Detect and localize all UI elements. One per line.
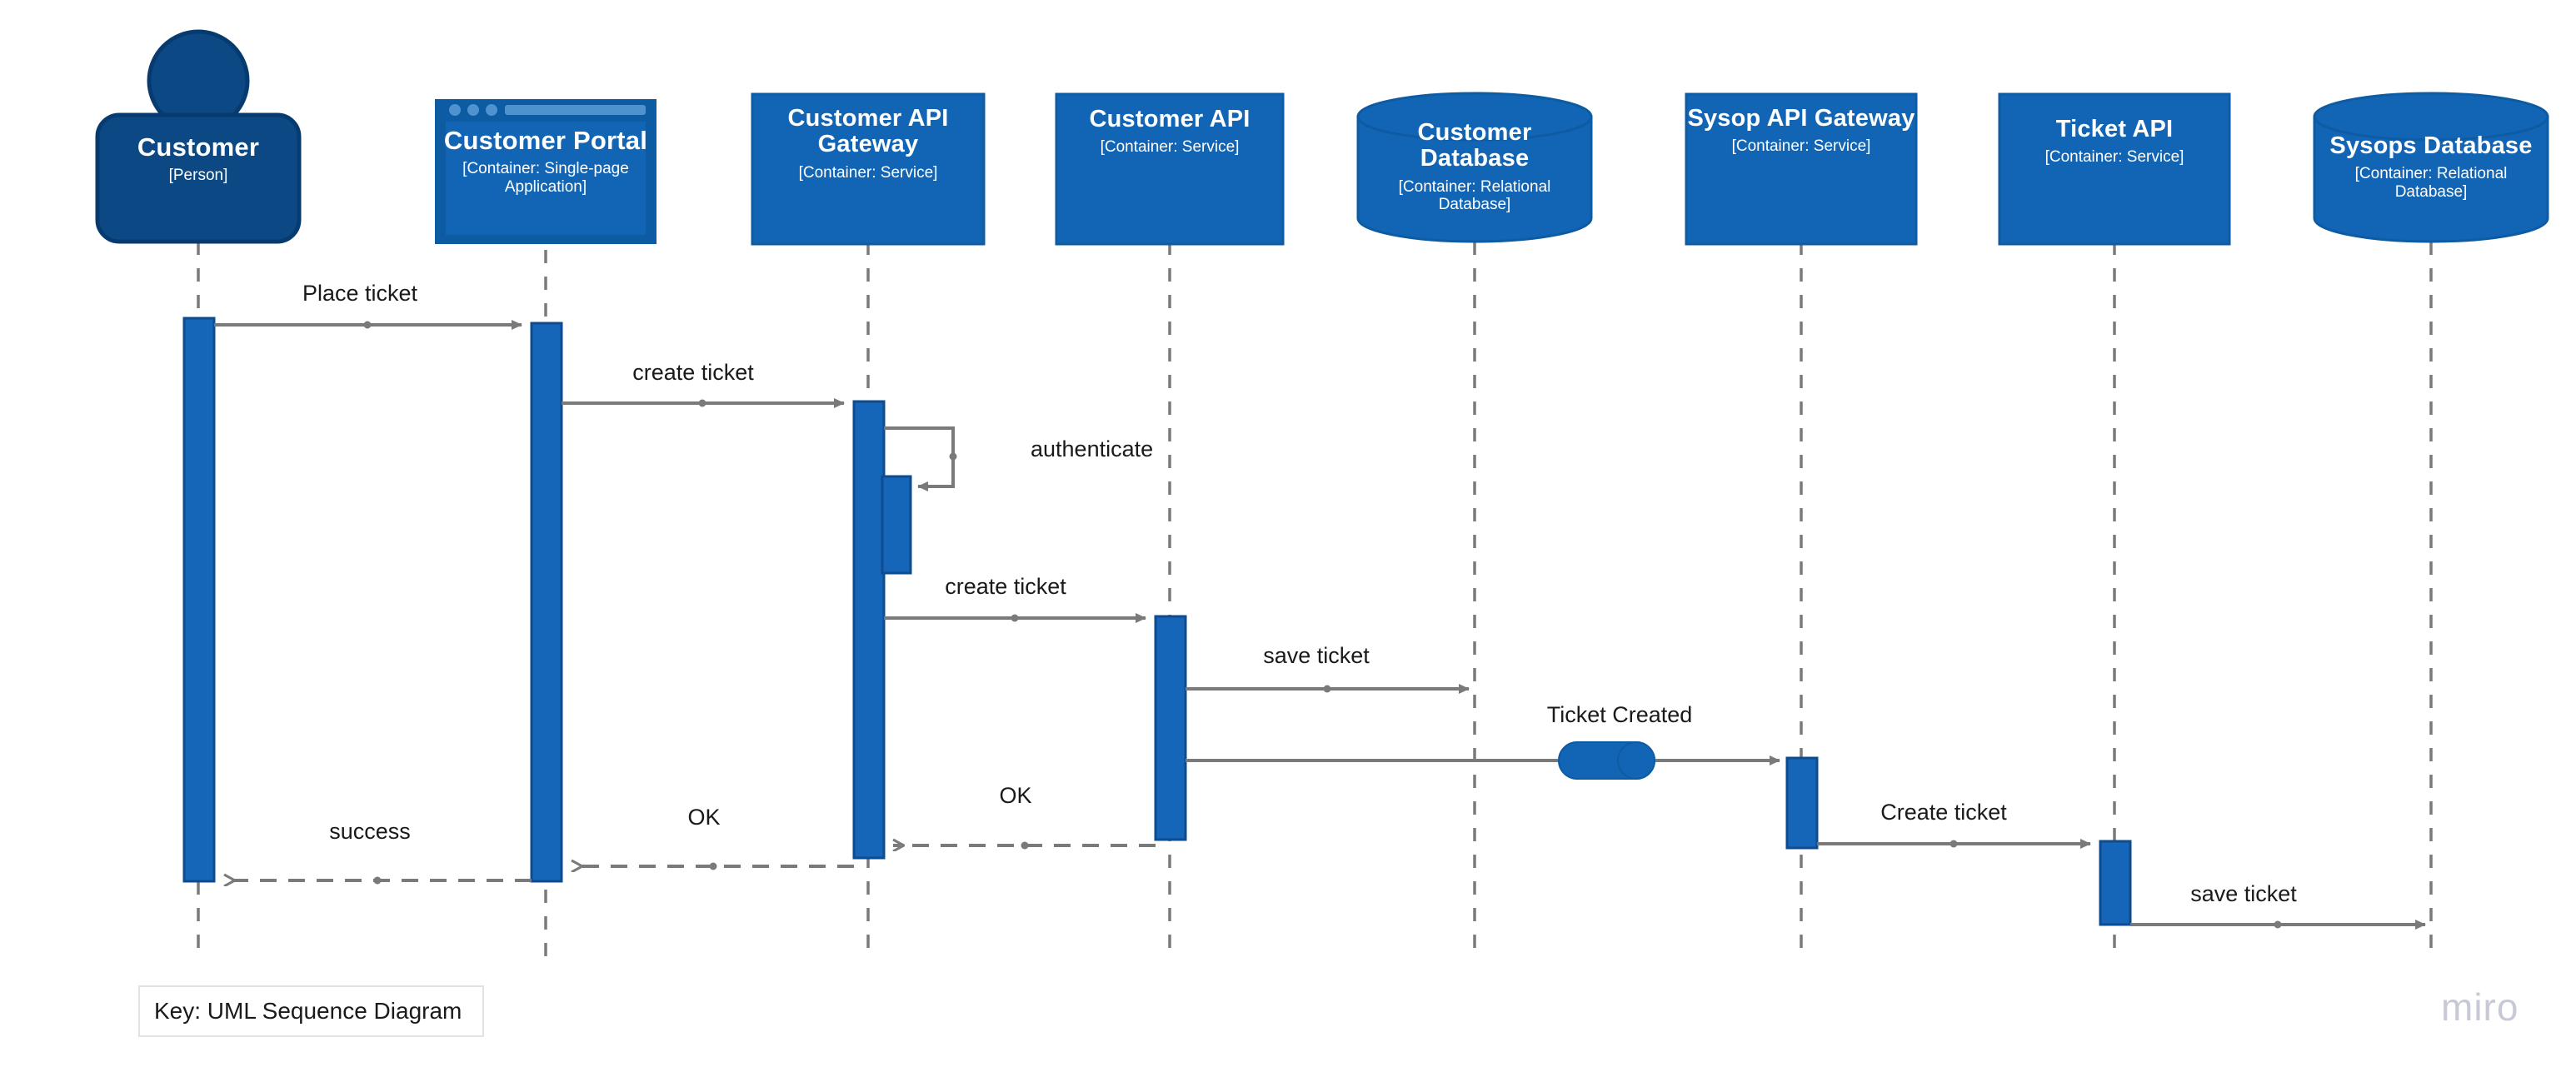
activation-sysop-api-gateway xyxy=(1785,756,1819,850)
activation-customer xyxy=(182,317,216,883)
message-dot-ok-1 xyxy=(1021,841,1029,850)
event-marker-ticket-created[interactable] xyxy=(1558,741,1655,780)
activation-bars xyxy=(182,317,2132,926)
activation-customer-api xyxy=(1154,615,1187,841)
participant-shape-customer-api[interactable] xyxy=(1055,92,1285,246)
message-dot-create-ticket-1 xyxy=(698,399,706,407)
participant-shape-customer-portal[interactable] xyxy=(435,99,656,244)
activation-customer-api-gateway-nested xyxy=(881,475,912,575)
participant-shape-customer-database[interactable] xyxy=(1356,92,1593,243)
message-dot-ok-2 xyxy=(709,862,717,870)
message-dot-place-ticket xyxy=(363,321,372,329)
message-dot-create-ticket-2 xyxy=(1011,614,1019,622)
activation-customer-portal xyxy=(530,322,563,883)
activation-ticket-api xyxy=(2099,840,2132,926)
participant-shape-sysop-api-gateway[interactable] xyxy=(1685,92,1918,246)
participant-shape-customer[interactable] xyxy=(95,29,302,244)
message-dot-create-ticket-3 xyxy=(1949,840,1958,848)
participant-shape-ticket-api[interactable] xyxy=(1998,92,2231,246)
message-dot-success xyxy=(373,876,382,885)
participant-shape-customer-api-gateway[interactable] xyxy=(751,92,986,246)
message-dot-save-ticket-1 xyxy=(1323,685,1331,693)
message-dot-save-ticket-2 xyxy=(2274,920,2282,929)
key-legend-label: Key: UML Sequence Diagram xyxy=(154,998,462,1024)
miro-watermark: miro xyxy=(2441,985,2519,1029)
message-dot-authenticate xyxy=(949,452,957,461)
message-arrows xyxy=(214,320,2426,930)
participant-shape-sysops-database[interactable] xyxy=(2313,92,2549,243)
activation-customer-api-gateway xyxy=(852,400,886,860)
key-legend-box: Key: UML Sequence Diagram xyxy=(138,985,484,1037)
